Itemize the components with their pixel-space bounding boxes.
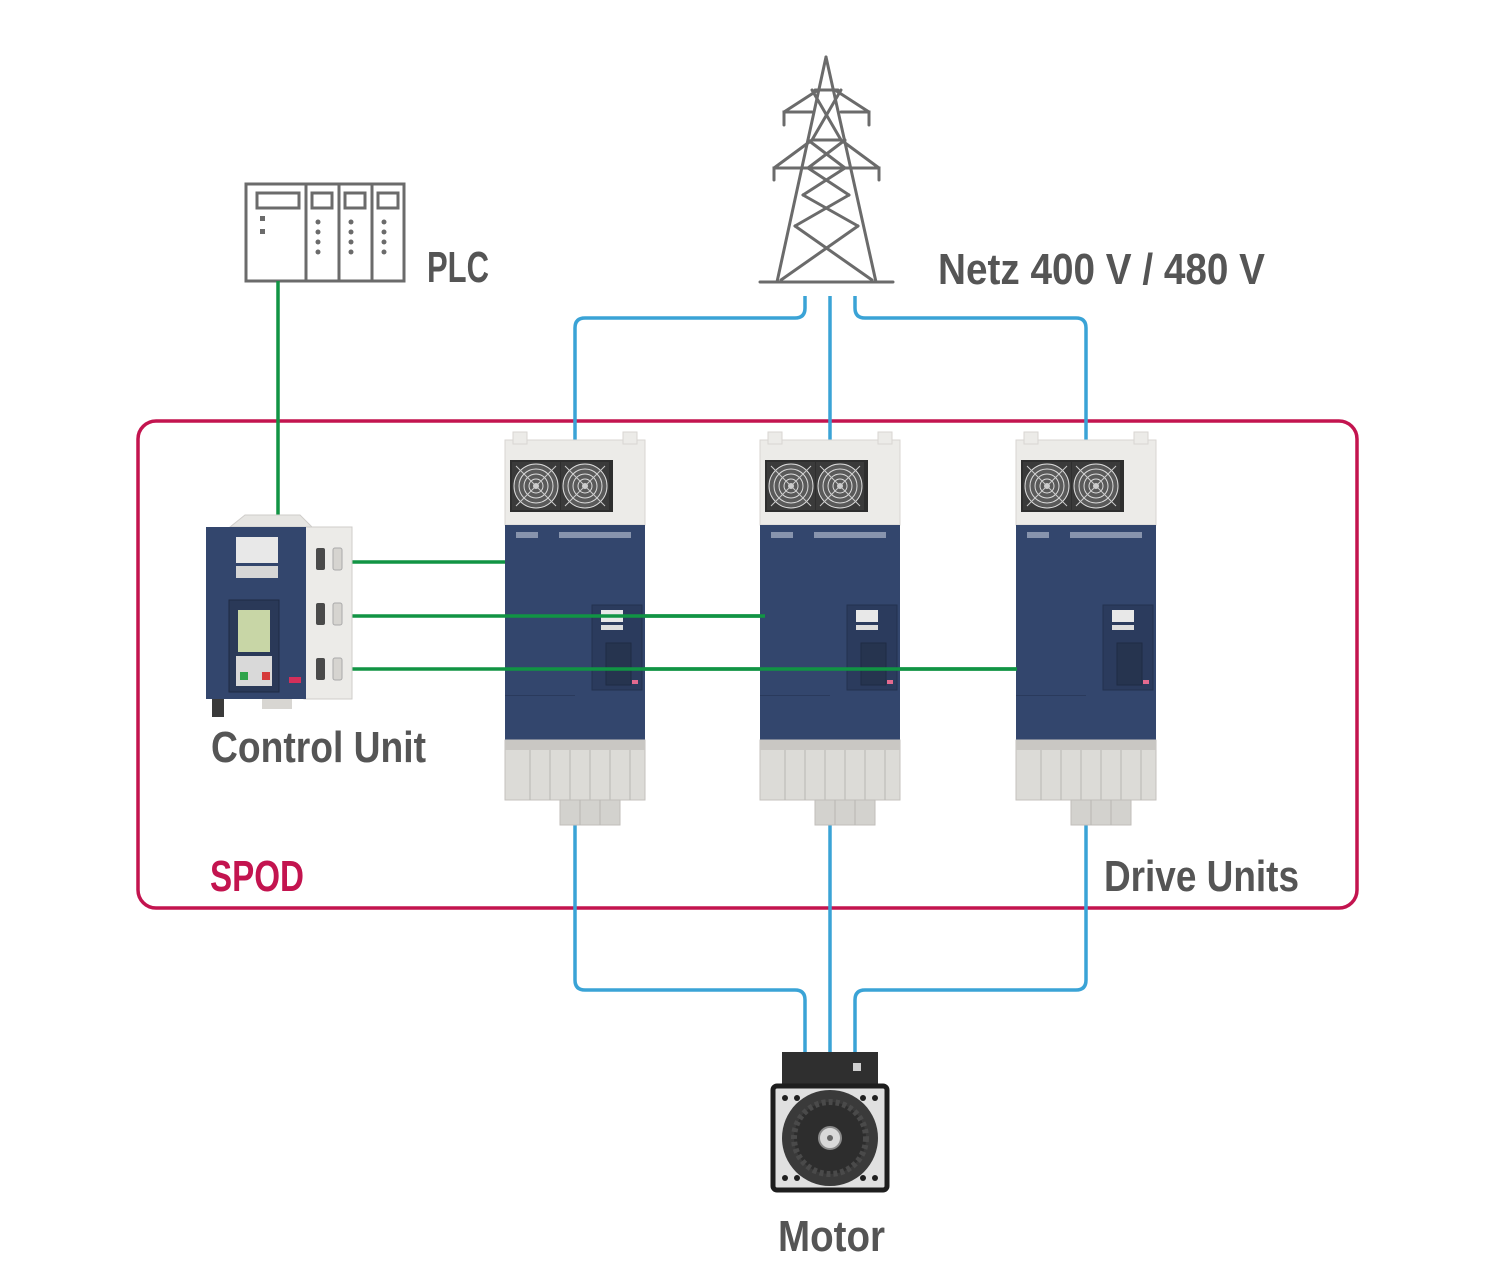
plc-label: PLC bbox=[427, 243, 489, 292]
power-line-grid-to-drive-1 bbox=[573, 296, 807, 440]
power-line-drive-3-to-motor bbox=[853, 815, 1088, 1052]
drive-unit-3 bbox=[1016, 432, 1156, 825]
control-unit-device bbox=[206, 514, 353, 717]
motor-icon bbox=[770, 1052, 890, 1193]
spod-label: SPOD bbox=[210, 852, 304, 901]
grid-label: Netz 400 V / 480 V bbox=[938, 245, 1266, 294]
drive-units-label: Drive Units bbox=[1104, 852, 1299, 901]
motor-label: Motor bbox=[778, 1212, 885, 1261]
power-line-grid-to-drive-3 bbox=[853, 296, 1088, 440]
motor-power-lines bbox=[573, 815, 1088, 1052]
plc-rack-icon bbox=[244, 182, 406, 283]
drive-unit-2 bbox=[760, 432, 900, 825]
drive-unit-1 bbox=[505, 432, 645, 825]
power-line-drive-1-to-motor bbox=[573, 815, 807, 1052]
grid-power-lines bbox=[573, 296, 1088, 440]
control-unit-label: Control Unit bbox=[211, 723, 426, 772]
communication-lines bbox=[276, 281, 1017, 671]
spod-group-frame bbox=[136, 419, 1359, 910]
power-tower-icon bbox=[758, 55, 895, 284]
